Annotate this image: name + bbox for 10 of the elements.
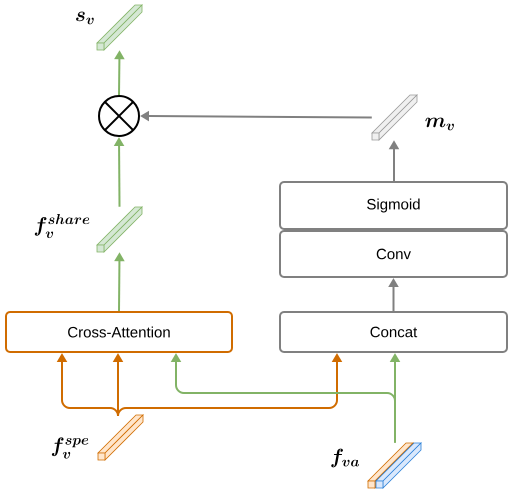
process-box: Conv bbox=[279, 230, 508, 278]
math-label: $f_{va}$ bbox=[331, 448, 360, 468]
process-box: Concat bbox=[279, 311, 508, 353]
process-box: Cross-Attention bbox=[5, 311, 233, 353]
math-label: $s_v$ bbox=[76, 12, 94, 24]
math-label: $f_v^{spe}$ bbox=[52, 437, 88, 458]
math-label: $f_v^{share}$ bbox=[34, 214, 90, 238]
math-label: $m_v$ bbox=[425, 118, 454, 130]
process-box: Sigmoid bbox=[279, 181, 508, 230]
multiply-symbol bbox=[98, 95, 140, 137]
